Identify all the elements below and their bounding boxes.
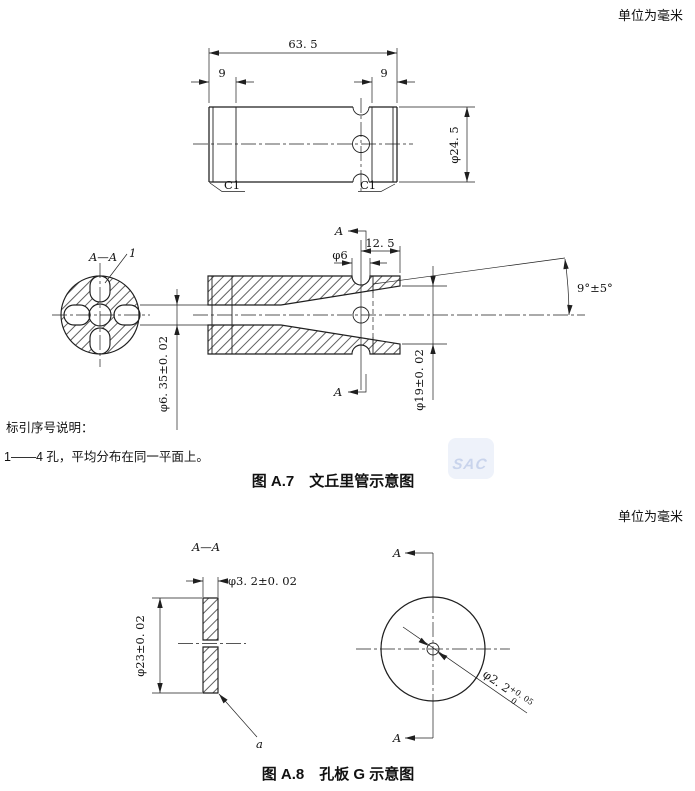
dim-hole-diameter-text: φ2. 2+0. 050	[478, 667, 535, 714]
dim-hole-diameter: φ2. 2+0. 050	[402, 626, 535, 714]
dim-outlet-bore-text: φ19±0. 02	[412, 349, 426, 411]
section-arrow-top-label: A	[334, 224, 343, 238]
dim-outer-diameter: φ24. 5	[399, 106, 475, 183]
watermark-label: SAC	[451, 456, 488, 473]
cylinder-outline	[208, 106, 398, 183]
sac-watermark: SAC	[448, 438, 494, 479]
hole-callout: 1	[104, 246, 136, 284]
dim-throat-to-end: 12. 5	[361, 236, 401, 273]
dim-tap-hole-text: φ6	[332, 248, 347, 262]
dim-right-band: 9	[354, 66, 415, 103]
units-label-top: 单位为毫米	[618, 8, 683, 23]
dim-plate-diameter-text: φ23±0. 02	[133, 615, 147, 677]
dim-overall-length: 63. 5	[208, 37, 398, 103]
dim-outlet-bore: φ19±0. 02	[402, 266, 447, 411]
venturi-outside-view: 63. 5 9 9 φ24. 5 C1 C1	[191, 37, 475, 192]
venturi-section-aa-view: A—A 1	[52, 246, 150, 367]
section-arrow-bottom-label: A	[333, 385, 342, 399]
orifice-plate-face-view: A A φ2. 2+0. 050	[356, 546, 535, 745]
section-aa-label: A—A	[88, 250, 117, 264]
dim-cone-angle-text: 9°±5°	[577, 281, 613, 295]
dim-throat-to-end-text: 12. 5	[365, 236, 394, 250]
watermark-shape	[448, 438, 494, 479]
plate-section-label: A—A	[191, 540, 220, 554]
figure-a8-caption: 图 A.8 孔板 G 示意图	[262, 765, 415, 783]
orifice-plate-section-view: A—A φ3. 2±0. 02 φ23±0. 02 a	[133, 540, 297, 751]
venturi-section-view: A A φ6 12. 5 9°±5°	[140, 224, 613, 430]
dim-throat-bore: φ6. 35±0. 02	[140, 289, 208, 430]
surface-callout: a	[218, 693, 263, 751]
dim-thickness-text: φ3. 2±0. 02	[228, 574, 297, 588]
face-section-arrow-bottom-label: A	[392, 731, 401, 745]
section-marker-bottom: A	[333, 374, 367, 399]
dim-tap-hole: φ6	[332, 248, 387, 277]
venturi-upper-wall	[207, 275, 401, 306]
chamfer-right-text: C1	[360, 178, 376, 192]
face-section-arrow-top-label: A	[392, 546, 401, 560]
venturi-lower-wall	[207, 324, 401, 355]
band-edges	[212, 107, 394, 182]
dim-left-band-text: 9	[218, 66, 225, 80]
dim-left-band: 9	[191, 66, 254, 103]
note-item: 1——4 孔，平均分布在同一平面上。	[4, 450, 209, 464]
plate-upper-half	[202, 597, 219, 641]
face-section-marker-bottom: A	[392, 731, 433, 745]
chamfer-callout-left: C1	[209, 178, 245, 192]
chamfer-left-text: C1	[224, 178, 240, 192]
dim-cone-angle: 9°±5°	[372, 257, 613, 316]
note-heading: 标引序号说明：	[6, 420, 94, 435]
surface-label-text: a	[256, 737, 263, 751]
face-section-marker-top: A	[392, 546, 433, 560]
dim-thickness: φ3. 2±0. 02	[186, 574, 297, 597]
dim-right-band-text: 9	[380, 66, 387, 80]
chamfer-callout-right: C1	[358, 178, 396, 192]
dim-overall-length-text: 63. 5	[288, 37, 317, 51]
callout-1-text: 1	[129, 246, 136, 260]
dim-outer-diameter-text: φ24. 5	[447, 126, 461, 163]
hole-dim-tol-lower: 0	[509, 696, 518, 706]
dim-throat-bore-text: φ6. 35±0. 02	[156, 336, 170, 412]
plate-lower-half	[202, 646, 219, 694]
dim-plate-diameter: φ23±0. 02	[133, 597, 202, 694]
units-label-bottom: 单位为毫米	[618, 509, 683, 524]
figure-a7-caption: 图 A.7 文丘里管示意图	[252, 472, 415, 490]
section-marker-top: A	[334, 224, 367, 249]
